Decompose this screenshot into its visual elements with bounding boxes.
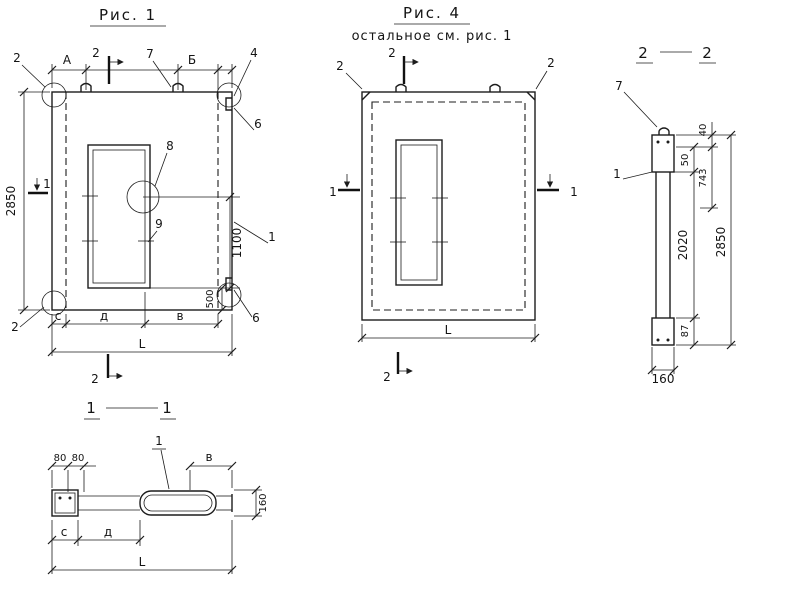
- fig4-label-sec2-top: 2: [388, 46, 396, 60]
- fig4-label-sec1-left: 1: [329, 185, 337, 199]
- fig1-extension-lines: [18, 64, 240, 356]
- section22-label-1: 1: [613, 167, 621, 181]
- section11-title-right: 1: [162, 399, 174, 417]
- section11-dim-v: в: [205, 450, 212, 464]
- fig1-label-6-upper: 6: [254, 117, 262, 131]
- section11-dim-c: с: [61, 525, 68, 539]
- section11-label-1: 1: [155, 434, 163, 448]
- fig1-label-sec2-topleft: 2: [13, 51, 21, 65]
- fig4-dimension-lines: [357, 333, 540, 343]
- fig1-dim-1100: 1100: [230, 228, 244, 259]
- section22-title-right: 2: [702, 44, 714, 62]
- section22-dim-50: 50: [680, 154, 691, 167]
- section22-label-7: 7: [615, 79, 623, 93]
- fig1-corner-detail-top-left: [41, 82, 67, 108]
- section22-leader-lines: [622, 91, 658, 180]
- section11-dimension-lines: [47, 461, 261, 575]
- fig1-dimension-lines: [19, 65, 237, 357]
- fig4-title: Рис. 4: [403, 4, 461, 22]
- fig1-label-dim-b: Б: [188, 53, 196, 67]
- fig1-opening: [82, 144, 160, 289]
- fig4-leader-lines: [345, 70, 548, 90]
- fig4-label-sec2-bottom: 2: [383, 370, 391, 384]
- fig1-dim-d: д: [100, 309, 108, 323]
- section11-dim-80b: 80: [72, 453, 85, 464]
- section22-extension-lines: [651, 134, 736, 374]
- fig1-label-sec2-bottomleft: 2: [11, 320, 19, 334]
- section22-title-left: 2: [638, 44, 650, 62]
- section-2-2-view: 2 2 7 1 40: [613, 44, 736, 386]
- fig1-label-sec1-left: 1: [43, 177, 51, 191]
- section22-profile: [651, 127, 675, 346]
- fig4-opening: [390, 139, 448, 286]
- fig4-label-sec2-topleft: 2: [336, 59, 344, 73]
- fig4-subtitle: остальное см. рис. 1: [352, 29, 513, 44]
- fig1-label-7: 7: [146, 47, 154, 61]
- section22-dim-2850: 2850: [714, 227, 728, 258]
- fig1-label-item-1: 1: [268, 230, 276, 244]
- section-1-1-view: 1 1: [47, 399, 269, 575]
- fig1-dim-height: 2850: [4, 186, 18, 217]
- fig1-label-dim-a: А: [63, 53, 72, 67]
- section11-leader-lines: [160, 449, 170, 490]
- fig1-title: Рис. 1: [99, 6, 157, 24]
- fig4-panel-outline: [361, 83, 536, 321]
- fig1-view: Рис. 1: [4, 6, 276, 386]
- section22-dim-87: 87: [680, 325, 691, 338]
- section11-dim-length: L: [139, 555, 146, 569]
- fig4-extension-lines: [361, 324, 536, 342]
- section22-dim-40: 40: [698, 124, 709, 137]
- fig1-section-marks: [28, 56, 124, 380]
- fig1-label-9: 9: [155, 217, 163, 231]
- fig1-label-8: 8: [166, 139, 174, 153]
- section11-dim-160: 160: [258, 493, 269, 512]
- fig1-leader-lines: [19, 59, 269, 328]
- fig1-corner-detail-bottom-left: [41, 290, 67, 316]
- fig1-label-6-lower: 6: [252, 311, 260, 325]
- fig1-label-sec2-top: 2: [92, 46, 100, 60]
- fig1-corner-detail-bottom-right: [216, 282, 242, 308]
- section22-dim-160: 160: [652, 372, 675, 386]
- section22-dimension-lines: [647, 122, 736, 375]
- section22-dim-743: 743: [698, 168, 709, 187]
- fig1-panel-outline: [41, 82, 242, 316]
- fig4-label-sec1-right: 1: [570, 185, 578, 199]
- section11-dim-d: д: [104, 525, 112, 539]
- fig4-view: Рис. 4 остальное см. рис. 1: [329, 4, 578, 384]
- fig1-label-4: 4: [250, 46, 258, 60]
- section11-extension-lines: [51, 470, 262, 574]
- section11-profile: [51, 489, 233, 517]
- fig1-dim-500: 500: [205, 289, 216, 308]
- fig1-corner-detail-top-right: [216, 82, 242, 108]
- fig1-dim-c: с: [55, 309, 62, 323]
- fig4-section-marks: [338, 56, 559, 375]
- fig4-dim-length: L: [445, 323, 452, 337]
- fig4-label-sec2-topright: 2: [547, 56, 555, 70]
- fig1-dim-length: L: [139, 337, 146, 351]
- section22-dim-2020: 2020: [676, 230, 690, 261]
- fig1-label-sec2-bottom: 2: [91, 372, 99, 386]
- section11-dim-80a: 80: [54, 453, 67, 464]
- fig1-dim-v: в: [176, 309, 183, 323]
- section11-title-left: 1: [86, 399, 98, 417]
